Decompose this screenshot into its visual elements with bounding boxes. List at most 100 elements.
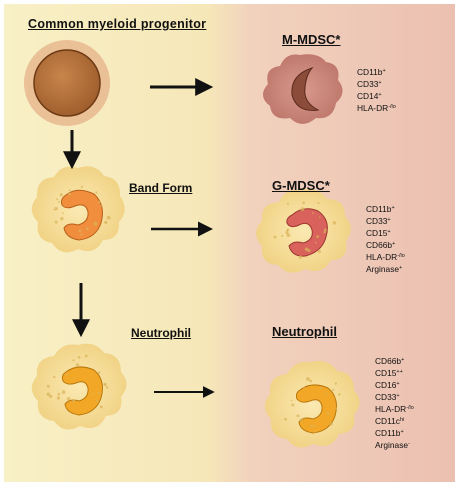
marker-name: CD33 [366, 216, 388, 226]
granule [84, 354, 88, 358]
cytoplasm-granules [46, 185, 341, 433]
granule [329, 422, 333, 426]
marker-name: CD66b [366, 240, 393, 250]
marker-expression: + [387, 229, 391, 235]
marker-item: Arginase+ [366, 263, 405, 275]
granule [303, 416, 306, 419]
marker-item: CD33+ [366, 215, 405, 227]
granule [332, 221, 337, 225]
marker-expression: + [378, 80, 382, 86]
granule [99, 405, 103, 409]
granule [80, 233, 83, 236]
marker-item: CD33+ [375, 391, 414, 403]
marker-name: CD66b [375, 356, 402, 366]
granule [92, 393, 95, 396]
g-mdsc-cell [256, 189, 351, 273]
granule [334, 397, 337, 399]
marker-expression: + [378, 92, 382, 98]
progenitor-cell [24, 40, 110, 126]
granule [310, 424, 314, 428]
granule [58, 200, 60, 203]
granule [97, 371, 101, 374]
granule [284, 417, 287, 421]
granule [62, 212, 64, 215]
marker-name: CD15 [375, 368, 397, 378]
granule [66, 397, 71, 401]
marker-name: CD33 [357, 79, 379, 89]
band-form-cell [31, 166, 125, 253]
granule [324, 392, 327, 396]
granule [77, 356, 81, 359]
granule [56, 198, 59, 201]
marker-item: CD11chi [375, 415, 414, 427]
marker-item: CD14+ [357, 90, 396, 102]
granule [78, 229, 82, 233]
granule [56, 396, 61, 400]
marker-expression: + [382, 68, 386, 74]
marker-expression: + [399, 265, 403, 271]
granule [316, 235, 319, 239]
granule [313, 430, 317, 433]
marker-name: CD11b [357, 67, 383, 77]
marker-item: CD15+ [366, 227, 405, 239]
marker-expression: ++ [396, 369, 403, 375]
marker-expression: + [387, 217, 391, 223]
neutrophil-left-cell [31, 343, 127, 430]
granule [105, 386, 109, 389]
granule [80, 185, 84, 189]
granule [338, 393, 341, 396]
granule [72, 359, 75, 362]
granule [306, 377, 310, 381]
granule [75, 363, 80, 367]
granule [286, 202, 289, 205]
granule [334, 407, 338, 410]
marker-name: CD14 [357, 91, 379, 101]
marker-name: HLA-DR [375, 404, 407, 414]
granule [317, 202, 320, 205]
marker-expression: + [401, 357, 405, 363]
granule [60, 217, 64, 221]
granule [309, 379, 313, 383]
marker-expression: - [408, 441, 410, 447]
marker-expression: hi [399, 417, 405, 423]
granule [54, 220, 58, 224]
marker-item: CD15++ [375, 367, 414, 379]
granule [281, 234, 284, 237]
granule [314, 424, 317, 427]
marker-name: CD11b [375, 428, 401, 438]
granule [332, 388, 335, 392]
m-mdsc-marker-list: CD11b+CD33+CD14+HLA-DR-/lo [357, 66, 396, 114]
granule [312, 212, 314, 214]
marker-expression: + [396, 393, 400, 399]
granule [273, 235, 277, 239]
marker-item: CD11b+ [357, 66, 396, 78]
granule [286, 229, 289, 232]
granule [327, 412, 330, 415]
granule [98, 391, 101, 395]
granule [59, 193, 63, 197]
granule [300, 207, 305, 212]
granule [67, 192, 70, 195]
granule [302, 201, 305, 205]
marker-item: CD66b+ [375, 355, 414, 367]
granule [299, 418, 303, 422]
granule [72, 399, 76, 403]
granule [302, 386, 305, 389]
marker-item: Arginase- [375, 439, 414, 451]
granule [49, 394, 53, 398]
granule [61, 390, 66, 394]
granule [286, 233, 291, 238]
granule [285, 230, 289, 235]
marker-item: CD33+ [357, 78, 396, 90]
granule [323, 230, 326, 234]
granule [93, 221, 98, 226]
marker-item: HLA-DR-/lo [357, 102, 396, 114]
granule [291, 403, 295, 407]
marker-item: HLA-DR-/lo [375, 403, 414, 415]
marker-expression: + [396, 381, 400, 387]
marker-name: CD15 [366, 228, 388, 238]
granule [296, 414, 300, 418]
